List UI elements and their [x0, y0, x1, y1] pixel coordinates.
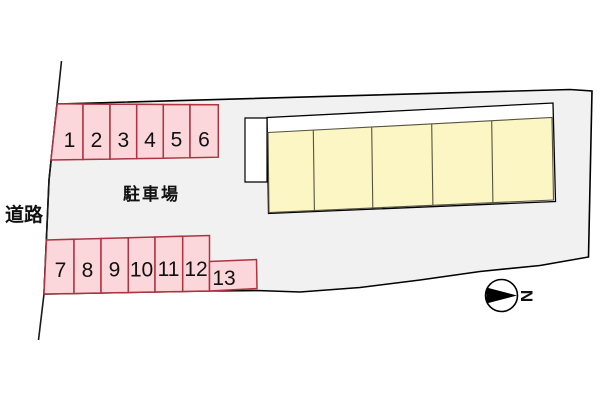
- parking-space-number: 1: [64, 129, 76, 152]
- building: [244, 102, 557, 215]
- north-label: N: [517, 290, 536, 302]
- parking-space-13: [208, 258, 258, 292]
- unit-divider: [371, 126, 374, 209]
- stair-landing: [244, 117, 268, 183]
- unit-divider: [431, 123, 434, 206]
- parking-space-number: 11: [158, 258, 180, 281]
- parking-space-6: [189, 103, 220, 159]
- parking-row-top: 1 2 3 4 5 6: [50, 103, 220, 161]
- parking-area-label: 駐車場: [123, 184, 180, 205]
- parking-space-number: 13: [212, 267, 235, 290]
- north-arrow-icon: [486, 287, 517, 304]
- road-label: 道路: [5, 203, 44, 226]
- parking-space-number: 5: [171, 129, 183, 152]
- building-units-area: [267, 116, 555, 214]
- unit-divider: [491, 120, 494, 203]
- parking-space-number: 3: [117, 129, 129, 152]
- parking-row-bottom: 7 8 9 10 11 12 13: [43, 234, 258, 295]
- parking-space-number: 10: [130, 259, 153, 282]
- parking-space-number: 7: [55, 259, 67, 282]
- parking-space-number: 4: [144, 129, 156, 152]
- parking-space-number: 2: [91, 129, 103, 152]
- north-compass: N: [484, 278, 536, 313]
- parking-space-number: 12: [184, 258, 207, 281]
- road-edge-line: [37, 60, 63, 341]
- unit-divider: [312, 130, 315, 211]
- parking-space-number: 6: [198, 129, 210, 152]
- parking-space-number: 8: [82, 259, 94, 282]
- parking-space-number: 9: [109, 259, 121, 282]
